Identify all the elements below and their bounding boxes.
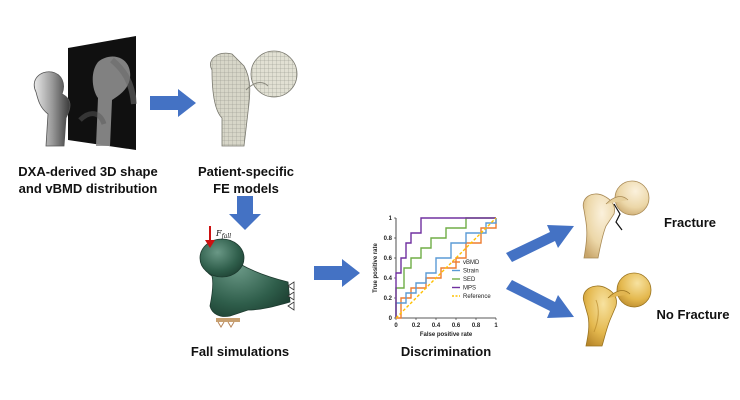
- legend-label-sed: SED: [463, 277, 476, 283]
- y-tick-label: 0.6: [384, 256, 393, 262]
- y-tick-label: 0.4: [384, 276, 393, 282]
- no-fracture-femur-image: [583, 273, 651, 346]
- y-tick-label: 0.8: [384, 236, 393, 242]
- legend-label-vbmd: vBMD: [463, 260, 480, 266]
- fe-caption-line1: Patient-specific: [176, 163, 316, 180]
- x-tick-label: 0.8: [472, 323, 481, 329]
- legend-label-reference: Reference: [463, 294, 491, 300]
- arrow-fe-to-fall: [229, 196, 261, 230]
- y-tick-label: 0: [389, 316, 393, 322]
- fall-caption: Fall simulations: [170, 343, 310, 360]
- arrow-dxa-to-fe: [150, 89, 196, 117]
- x-tick-label: 0.6: [452, 323, 461, 329]
- fall-force-label: Ffall: [215, 229, 231, 240]
- arrow-fall-to-discrimination: [314, 259, 360, 287]
- fe-mesh-model: [210, 51, 297, 146]
- x-tick-label: 1: [494, 323, 498, 329]
- fracture-femur-image: [583, 181, 649, 258]
- y-axis-label: True positive rate: [373, 242, 379, 292]
- discrimination-caption: Discrimination: [376, 343, 516, 360]
- boundary-condition-supports: [288, 282, 294, 310]
- fe-caption: Patient-specific FE models: [176, 163, 316, 197]
- x-tick-label: 0.4: [432, 323, 441, 329]
- no-fracture-caption: No Fracture: [648, 306, 738, 323]
- dxa-3d-femur-shape: [34, 72, 70, 146]
- y-tick-label: 1: [389, 216, 393, 222]
- dxa-caption: DXA-derived 3D shape and vBMD distributi…: [4, 163, 172, 197]
- roc-chart: 0 0.2 0.4 0.6 0.8 1 0 0.2 0.4 0.6 0.8 1 vBMD StrainS…: [373, 216, 498, 338]
- arrow-to-no-fracture: [506, 280, 574, 318]
- legend-label-strain: Strain: [463, 269, 479, 275]
- fracture-caption: Fracture: [650, 214, 730, 231]
- x-tick-label: 0.2: [412, 323, 421, 329]
- arrow-to-fracture: [506, 225, 574, 262]
- dxa-xray-image: [68, 36, 136, 150]
- legend-label-mps: MPS: [463, 286, 476, 292]
- x-tick-label: 0: [394, 323, 398, 329]
- fe-caption-line2: FE models: [176, 180, 316, 197]
- x-axis-label: False positive rate: [420, 332, 473, 338]
- dxa-caption-line1: DXA-derived 3D shape: [4, 163, 172, 180]
- y-tick-label: 0.2: [384, 296, 393, 302]
- dxa-caption-line2: and vBMD distribution: [4, 180, 172, 197]
- fall-simulation-model: [200, 239, 290, 327]
